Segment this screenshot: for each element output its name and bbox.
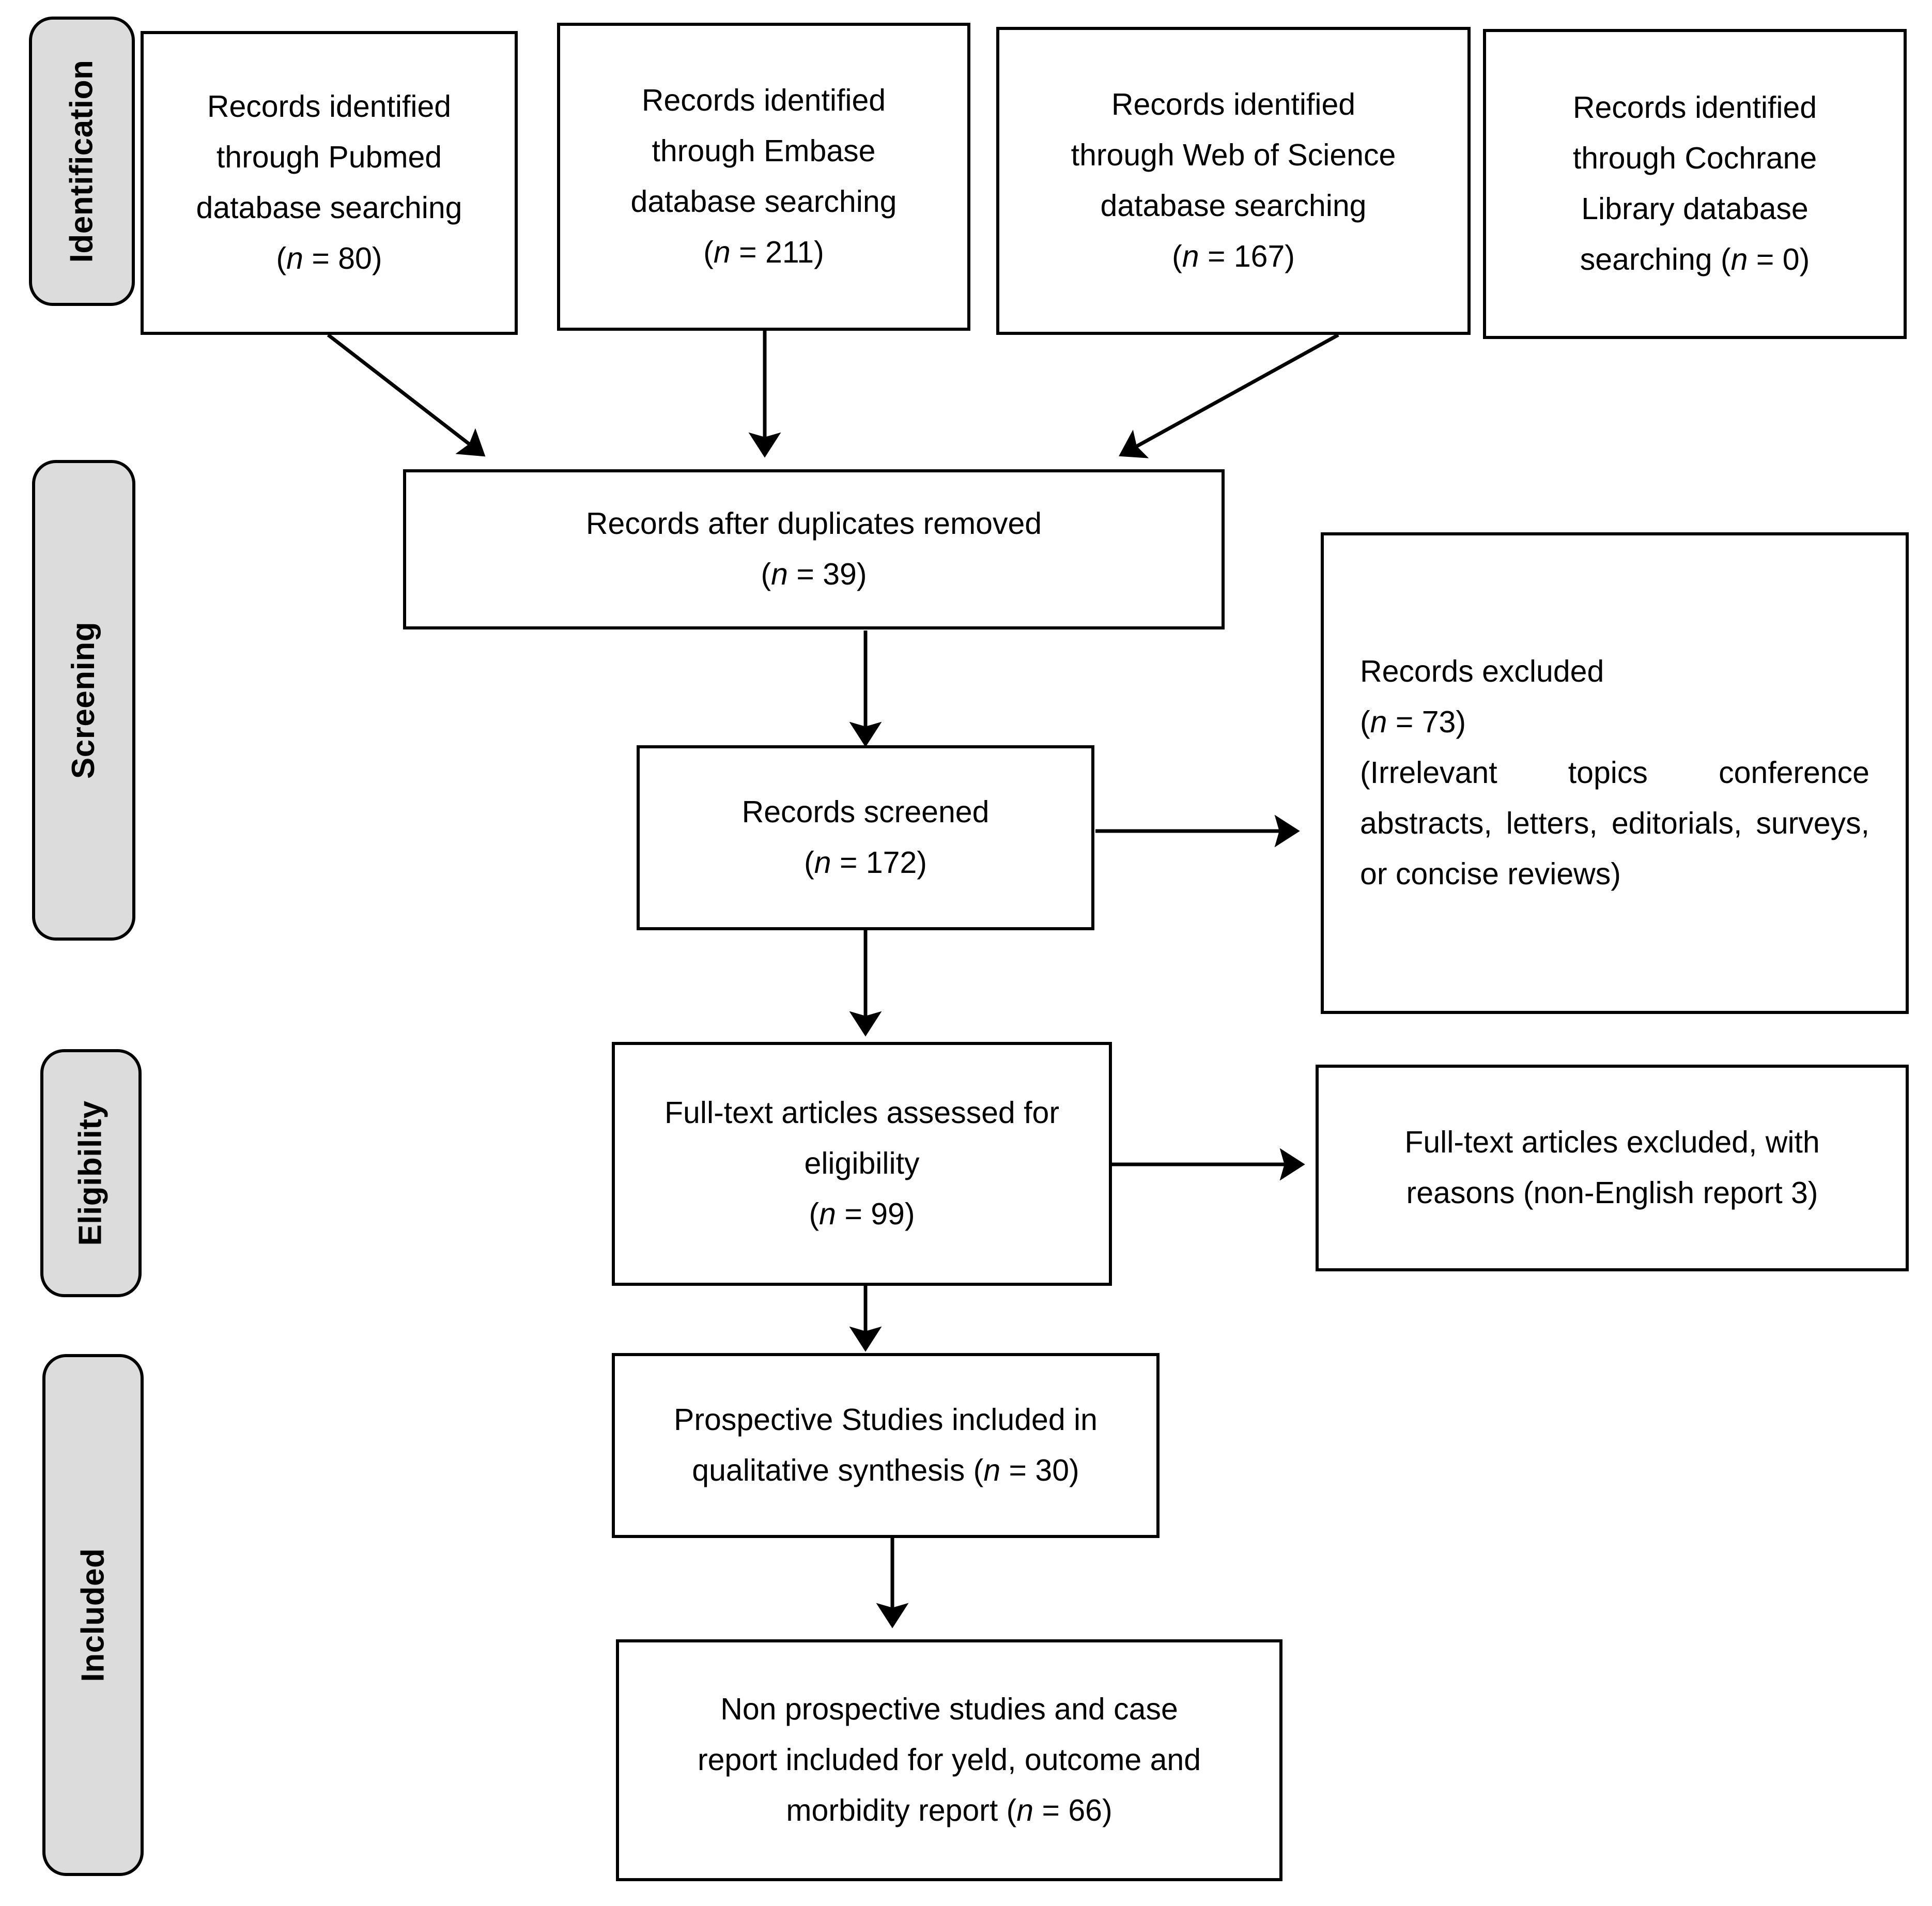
line-3: database searching	[1100, 189, 1367, 223]
box-records-cochrane-text: Records identified through Cochrane Libr…	[1500, 83, 1890, 285]
line-3: Library database	[1581, 192, 1809, 226]
line-3: morbidity report (n = 66)	[786, 1793, 1112, 1827]
line-lead: Records excluded	[1360, 654, 1604, 689]
box-non-prospective-studies-text: Non prospective studies and case report …	[632, 1684, 1266, 1836]
box-fulltext-excluded-text: Full-text articles excluded, with reason…	[1346, 1117, 1879, 1219]
line-1: Records identified	[641, 83, 886, 118]
stage-label-eligibility: Eligibility	[40, 1049, 142, 1297]
line-count: (n = 73)	[1360, 705, 1466, 740]
arrow-pubmed-to-duplicates	[327, 333, 486, 457]
line-2: report included for yeld, outcome and	[697, 1743, 1201, 1777]
line-2: qualitative synthesis (n = 30)	[692, 1453, 1079, 1487]
count-value: 211	[765, 235, 814, 269]
line-1: Full-text articles assessed for	[664, 1096, 1059, 1130]
line-1: Records screened	[741, 795, 990, 829]
box-records-pubmed: Records identified through Pubmed databa…	[141, 31, 518, 335]
stage-label-eligibility-text: Eligibility	[73, 1100, 109, 1246]
line-4: (n = 80)	[276, 241, 382, 275]
stage-label-identification-text: Identification	[64, 59, 100, 263]
count-value: 172	[865, 846, 917, 880]
box-records-cochrane: Records identified through Cochrane Libr…	[1483, 29, 1907, 339]
line-1: Records identified	[1111, 87, 1356, 122]
box-non-prospective-studies: Non prospective studies and case report …	[616, 1639, 1282, 1881]
line-2: through Cochrane	[1572, 141, 1817, 176]
count-value: 39	[823, 557, 857, 591]
box-records-excluded: Records excluded (n = 73) (Irrelevant to…	[1321, 532, 1909, 1014]
count-value: 99	[871, 1196, 905, 1231]
line-2: through Pubmed	[216, 140, 442, 175]
line-3: database searching	[196, 191, 462, 225]
line-2: through Web of Science	[1071, 138, 1396, 173]
stage-label-screening: Screening	[32, 460, 135, 941]
line-1: Records identified	[207, 89, 452, 124]
line-4: (n = 211)	[703, 235, 824, 269]
line-1: Records identified	[1572, 90, 1817, 125]
box-records-web-of-science-text: Records identified through Web of Scienc…	[1013, 80, 1454, 282]
box-fulltext-assessed-text: Full-text articles assessed for eligibil…	[628, 1088, 1095, 1240]
count-value: 73	[1421, 705, 1456, 740]
count-value: 0	[1782, 242, 1800, 276]
box-records-embase: Records identified through Embase databa…	[557, 23, 970, 331]
line-1: Records after duplicates removed	[585, 506, 1042, 541]
line-2: reasons (non-English report 3)	[1406, 1176, 1818, 1210]
box-records-screened: Records screened (n = 172)	[637, 745, 1094, 930]
count-value: 167	[1233, 239, 1285, 273]
line-2: (n = 39)	[761, 557, 867, 591]
count-value: 66	[1068, 1793, 1102, 1827]
line-4: searching (n = 0)	[1580, 242, 1810, 276]
box-fulltext-excluded: Full-text articles excluded, with reason…	[1316, 1065, 1909, 1271]
line-1: Full-text articles excluded, with	[1404, 1125, 1820, 1160]
stage-label-screening-text: Screening	[66, 621, 101, 779]
box-fulltext-assessed: Full-text articles assessed for eligibil…	[612, 1042, 1112, 1286]
box-records-screened-text: Records screened (n = 172)	[653, 787, 1078, 888]
stage-label-included-text: Included	[75, 1548, 111, 1682]
box-records-after-duplicates-removed-text: Records after duplicates removed (n = 39…	[420, 499, 1208, 600]
box-qualitative-synthesis: Prospective Studies included in qualitat…	[612, 1353, 1160, 1538]
count-value: 30	[1035, 1453, 1070, 1487]
box-records-embase-text: Records identified through Embase databa…	[574, 75, 954, 278]
count-value: 80	[338, 241, 372, 275]
box-records-excluded-text: Records excluded (n = 73) (Irrelevant to…	[1360, 647, 1869, 900]
box-records-pubmed-text: Records identified through Pubmed databa…	[157, 82, 501, 284]
line-3: database searching	[630, 185, 897, 219]
box-qualitative-synthesis-text: Prospective Studies included in qualitat…	[628, 1395, 1143, 1496]
line-4: (n = 167)	[1172, 239, 1295, 273]
line-2: (n = 172)	[804, 846, 927, 880]
box-records-after-duplicates-removed: Records after duplicates removed (n = 39…	[403, 469, 1225, 629]
stage-label-identification: Identification	[29, 17, 135, 306]
line-1: Non prospective studies and case	[720, 1692, 1178, 1727]
line-body: (Irrelevant topics conference abstracts,…	[1360, 756, 1869, 891]
arrow-webofscience-to-duplicates	[1119, 333, 1339, 458]
line-2: eligibility	[804, 1146, 920, 1181]
line-1: Prospective Studies included in	[674, 1403, 1098, 1437]
box-records-web-of-science: Records identified through Web of Scienc…	[996, 27, 1471, 335]
line-3: (n = 99)	[809, 1196, 915, 1231]
line-2: through Embase	[652, 134, 876, 168]
stage-label-included: Included	[42, 1354, 144, 1876]
